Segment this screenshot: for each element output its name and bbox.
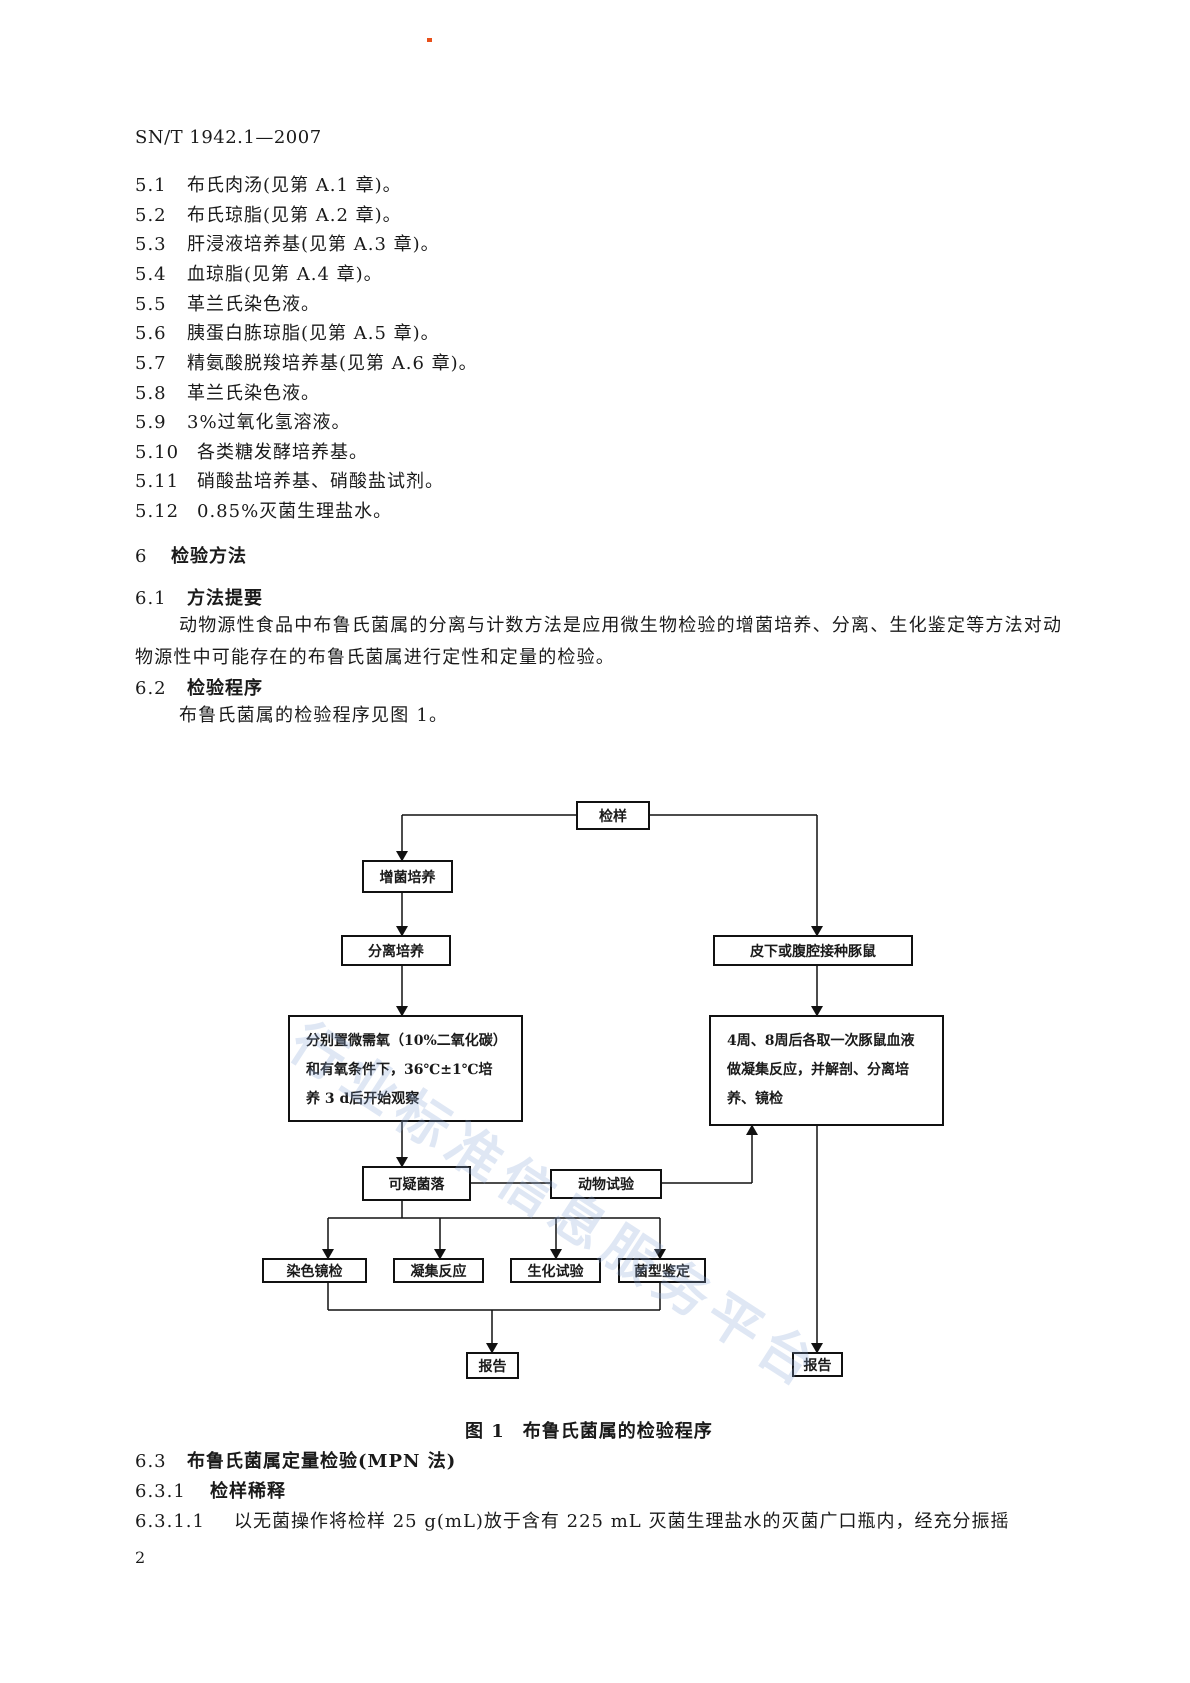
item-number: 5.11 <box>135 471 180 492</box>
clause-number: 6.3.1.1 <box>135 1511 205 1532</box>
item-text: 各类糖发酵培养基。 <box>197 442 368 463</box>
section-number: 6.2 <box>135 678 167 699</box>
section-heading: 6.2 检验程序 <box>135 674 263 700</box>
standard-code: SN/T 1942.1—2007 <box>135 127 322 148</box>
reagent-item: 5.8 革兰氏染色液。 <box>135 379 320 405</box>
section-title: 布鲁氏菌属定量检验(MPN 法) <box>187 1451 457 1472</box>
figure-title: 布鲁氏菌属的检验程序 <box>522 1421 713 1442</box>
section-heading: 6 检验方法 <box>135 542 247 568</box>
item-number: 5.8 <box>135 383 167 404</box>
figure-caption: 图 1 布鲁氏菌属的检验程序 <box>465 1417 713 1443</box>
reagent-item: 5.11 硝酸盐培养基、硝酸盐试剂。 <box>135 467 444 493</box>
section-title: 方法提要 <box>187 588 263 609</box>
section-number: 6.3.1 <box>135 1481 186 1502</box>
item-number: 5.5 <box>135 294 167 315</box>
reagent-item: 5.12 0.85%灭菌生理盐水。 <box>135 497 392 523</box>
reagent-item: 5.7 精氨酸脱羧培养基(见第 A.6 章)。 <box>135 349 478 375</box>
item-number: 5.12 <box>135 501 180 522</box>
reagent-item: 5.9 3%过氧化氢溶液。 <box>135 408 351 434</box>
orange-mark <box>427 38 432 42</box>
section-heading: 6.1 方法提要 <box>135 584 263 610</box>
item-number: 5.7 <box>135 353 167 374</box>
section-heading: 6.3 布鲁氏菌属定量检验(MPN 法) <box>135 1447 456 1473</box>
paragraph: 布鲁氏菌属的检验程序见图 1。 <box>179 705 449 726</box>
flow-box-report-right: 报告 <box>792 1352 843 1377</box>
flow-box-inoculate: 皮下或腹腔接种豚鼠 <box>713 935 913 966</box>
reagent-item: 5.2 布氏琼脂(见第 A.2 章)。 <box>135 201 402 227</box>
flow-box-isolate: 分离培养 <box>341 935 451 966</box>
body-line: 6.3.1.1 以无菌操作将检样 25 g(mL)放于含有 225 mL 灭菌生理… <box>135 1507 1009 1533</box>
reagent-item: 5.6 胰蛋白胨琼脂(见第 A.5 章)。 <box>135 319 440 345</box>
item-text: 胰蛋白胨琼脂(见第 A.5 章)。 <box>187 323 440 344</box>
flow-box-biochem: 生化试验 <box>510 1258 601 1283</box>
flow-box-blood-test: 4周、8周后各取一次豚鼠血液做凝集反应，并解剖、分离培养、镜检 <box>709 1015 944 1126</box>
flow-box-sample: 检样 <box>576 801 650 830</box>
item-number: 5.2 <box>135 205 167 226</box>
flow-box-suspect-colony: 可疑菌落 <box>362 1166 471 1201</box>
item-number: 5.4 <box>135 264 167 285</box>
flow-box-stain: 染色镜检 <box>262 1258 367 1283</box>
item-text: 布氏琼脂(见第 A.2 章)。 <box>187 205 402 226</box>
reagent-item: 5.4 血琼脂(见第 A.4 章)。 <box>135 260 383 286</box>
item-text: 血琼脂(见第 A.4 章)。 <box>187 264 383 285</box>
item-text: 3%过氧化氢溶液。 <box>187 412 351 433</box>
figure-number: 图 1 <box>465 1421 505 1442</box>
item-text: 精氨酸脱羧培养基(见第 A.6 章)。 <box>187 353 478 374</box>
item-number: 5.3 <box>135 234 167 255</box>
item-text: 硝酸盐培养基、硝酸盐试剂。 <box>197 471 444 492</box>
item-text: 肝浸液培养基(见第 A.3 章)。 <box>187 234 440 255</box>
flow-box-enrich: 增菌培养 <box>362 860 453 893</box>
item-text: 布氏肉汤(见第 A.1 章)。 <box>187 175 402 196</box>
flow-box-report-left: 报告 <box>466 1352 519 1379</box>
section-title: 检验方法 <box>171 546 247 567</box>
section-number: 6 <box>135 546 148 567</box>
section-number: 6.3 <box>135 1451 167 1472</box>
item-text: 革兰氏染色液。 <box>187 294 320 315</box>
item-text: 0.85%灭菌生理盐水。 <box>197 501 393 522</box>
item-text: 革兰氏染色液。 <box>187 383 320 404</box>
section-number: 6.1 <box>135 588 167 609</box>
clause-text: 以无菌操作将检样 25 g(mL)放于含有 225 mL 灭菌生理盐水的灭菌广口… <box>234 1511 1010 1532</box>
reagent-item: 5.1 布氏肉汤(见第 A.1 章)。 <box>135 171 402 197</box>
item-number: 5.6 <box>135 323 167 344</box>
item-number: 5.10 <box>135 442 180 463</box>
flow-box-serotype: 菌型鉴定 <box>618 1258 706 1283</box>
flow-box-animal-test: 动物试验 <box>550 1169 662 1199</box>
reagent-item: 5.5 革兰氏染色液。 <box>135 290 320 316</box>
reagent-item: 5.3 肝浸液培养基(见第 A.3 章)。 <box>135 230 440 256</box>
paragraph: 动物源性食品中布鲁氏菌属的分离与计数方法是应用微生物检验的增菌培养、分离、生化鉴… <box>135 615 1063 668</box>
section-title: 检样稀释 <box>210 1481 286 1502</box>
reagent-item: 5.10 各类糖发酵培养基。 <box>135 438 368 464</box>
section-title: 检验程序 <box>187 678 263 699</box>
section-heading: 6.3.1 检样稀释 <box>135 1477 286 1503</box>
item-number: 5.1 <box>135 175 167 196</box>
item-number: 5.9 <box>135 412 167 433</box>
flow-box-incubate: 分别置微需氧（10%二氧化碳）和有氧条件下，36℃±1℃培养 3 d后开始观察 <box>288 1015 523 1122</box>
flow-box-agglutination: 凝集反应 <box>393 1258 484 1283</box>
page-number: 2 <box>135 1548 146 1567</box>
